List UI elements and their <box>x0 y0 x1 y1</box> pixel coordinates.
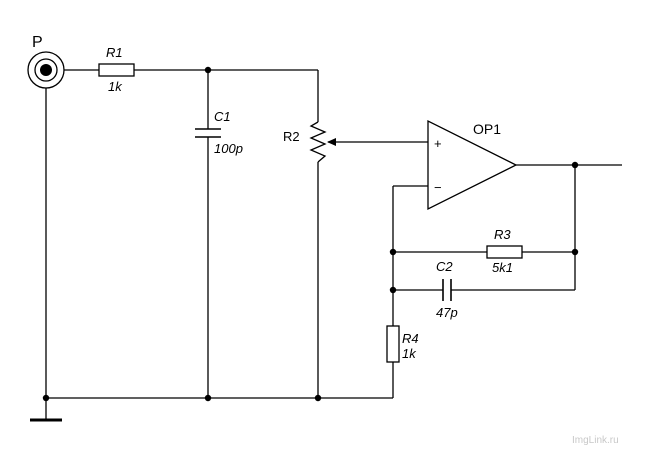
resistor-r1: R1 1k <box>98 45 135 94</box>
opamp-op1-minus-sign: − <box>434 180 442 195</box>
wires <box>45 69 622 420</box>
junction-dot <box>204 66 212 74</box>
capacitor-c1-ref: C1 <box>214 109 231 124</box>
resistor-r1-value: 1k <box>108 79 123 94</box>
resistor-r3-value: 5k1 <box>492 260 513 275</box>
junction-dot <box>571 161 579 169</box>
resistor-r1-ref: R1 <box>106 45 123 60</box>
resistor-r1-body <box>98 63 135 77</box>
resistor-r4-value: 1k <box>402 346 417 361</box>
capacitor-c1-value: 100p <box>214 141 243 156</box>
resistor-r3-body <box>486 245 523 259</box>
junctions <box>42 66 579 402</box>
capacitor-c2-value: 47p <box>436 305 458 320</box>
capacitor-c1: C1 100p <box>195 109 243 156</box>
resistor-r3: R3 5k1 <box>486 227 523 275</box>
opamp-op1-body <box>427 119 518 211</box>
connector-p: P <box>27 34 65 89</box>
watermark-text: ImgLink.ru <box>572 435 619 446</box>
potentiometer-r2: R2 <box>283 121 336 163</box>
resistor-r4-body <box>386 325 400 363</box>
junction-dot <box>314 394 322 402</box>
junction-dot <box>389 286 397 294</box>
junction-dot <box>389 248 397 256</box>
resistor-r4: R4 1k <box>386 325 419 363</box>
capacitor-c2: C2 47p <box>436 259 458 320</box>
junction-dot <box>204 394 212 402</box>
potentiometer-r2-ref: R2 <box>283 129 300 144</box>
capacitor-c2-ref: C2 <box>436 259 453 274</box>
potentiometer-r2-arrow-icon <box>327 138 336 146</box>
opamp-op1-plus-sign: + <box>434 136 442 151</box>
opamp-op1-ref: OP1 <box>473 121 501 137</box>
junction-dot <box>571 248 579 256</box>
junction-dot <box>42 394 50 402</box>
connector-pin <box>40 64 52 76</box>
potentiometer-r2-zigzag <box>309 121 327 163</box>
resistor-r4-ref: R4 <box>402 331 419 346</box>
opamp-op1: + − OP1 <box>427 119 518 211</box>
resistor-r3-ref: R3 <box>494 227 511 242</box>
connector-label: P <box>32 34 43 51</box>
